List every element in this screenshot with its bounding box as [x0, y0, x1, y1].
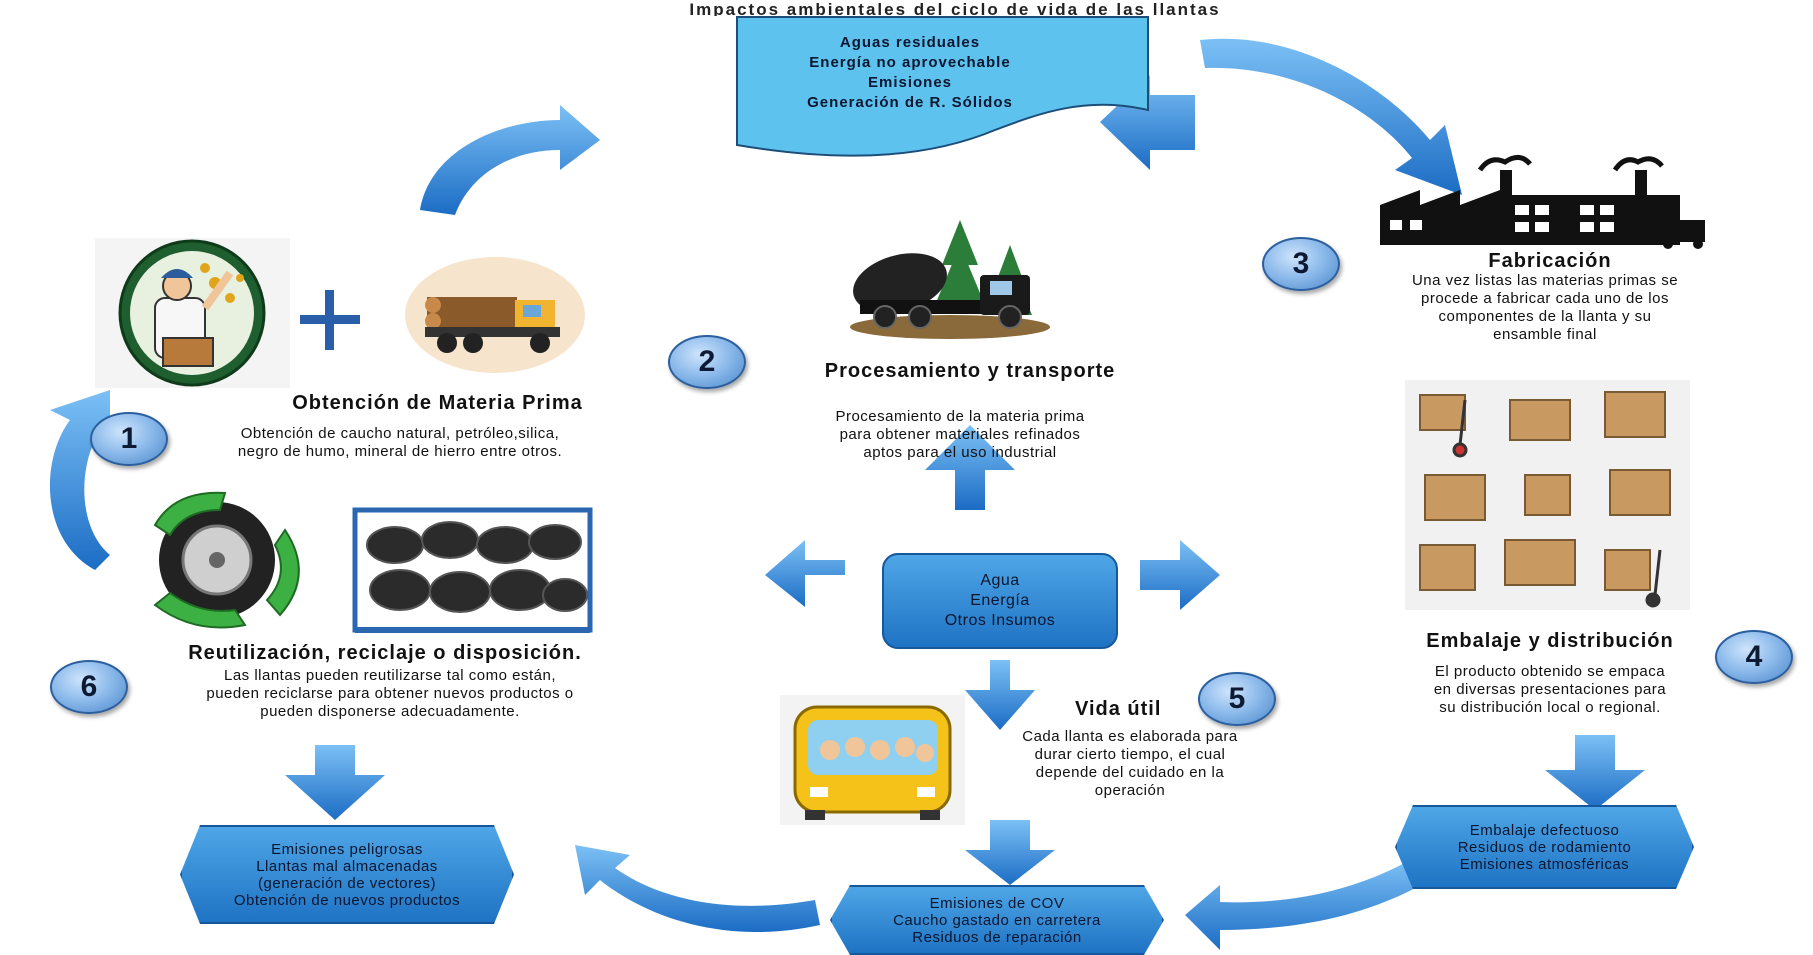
desc-line: pueden reciclarse para obtener nuevos pr… — [206, 685, 574, 702]
outputs-line: Aguas residuales — [839, 34, 981, 51]
stage-2-title: Procesamiento y transporte — [824, 360, 1116, 382]
impact-line: Emisiones de COV — [929, 894, 1065, 912]
stage-4-title: Embalaje y distribución — [1426, 630, 1674, 652]
impact-line: Caucho gastado en carretera — [893, 911, 1101, 929]
arrow-right-center — [1140, 540, 1220, 610]
impact-line: Residuos de rodamiento — [1457, 838, 1632, 856]
plus-icon — [300, 290, 360, 350]
desc-line: operación — [1094, 782, 1166, 799]
boxes-icon — [1405, 380, 1690, 610]
school-bus-icon — [780, 695, 965, 825]
arrow-down-packaging — [1545, 735, 1645, 810]
stage-6-desc: Las llantas pueden reutilizarse tal como… — [140, 667, 640, 721]
impact-line: Residuos de reparación — [912, 928, 1082, 946]
stage-3-title: Fabricación — [1488, 250, 1612, 272]
impact-line: (generación de vectores) — [258, 874, 436, 892]
desc-line: Las llantas pueden reutilizarse tal como… — [223, 667, 556, 684]
desc-line: Procesamiento de la materia prima — [835, 408, 1085, 425]
desc-line: para obtener materiales refinados — [839, 426, 1081, 443]
stage-2-number: 2 — [668, 335, 746, 389]
desc-line: Cada llanta es elaborada para — [1022, 728, 1238, 745]
arrow-down-use — [965, 820, 1055, 885]
cement-truck-icon — [840, 205, 1060, 340]
stage-3-number: 3 — [1262, 237, 1340, 291]
stage-1-number: 1 — [90, 412, 168, 466]
curved-arrow-left-up — [49, 390, 110, 570]
tire-rack-icon — [345, 500, 600, 640]
stage-2-desc: Procesamiento de la materia prima para o… — [770, 408, 1150, 462]
stage-4-number: 4 — [1715, 630, 1793, 684]
stage-3-desc: Una vez listas las materias primas se pr… — [1360, 272, 1730, 344]
center-line: Otros Insumos — [944, 612, 1056, 629]
stage-1-title: Obtención de Materia Prima — [292, 392, 583, 414]
top-title: Impactos ambientales del ciclo de vida d… — [689, 0, 1221, 16]
stage-6-title: Reutilización, reciclaje o disposición. — [188, 642, 582, 664]
outputs-line: Emisiones — [867, 74, 953, 91]
impact-line: Emisiones peligrosas — [271, 840, 423, 858]
impact-box-end-of-life: Emisiones peligrosas Llantas mal almacen… — [180, 825, 514, 924]
arrow-left-center — [765, 540, 845, 607]
curved-arrow-right-down — [1200, 38, 1462, 195]
desc-line: pueden disponerse adecuadamente. — [260, 703, 520, 720]
desc-line: aptos para el uso industrial — [863, 444, 1057, 461]
desc-line: procede a fabricar cada uno de los — [1421, 290, 1669, 307]
recycle-tire-icon — [115, 485, 320, 630]
desc-line: Una vez listas las materias primas se — [1411, 272, 1679, 289]
stage-1-desc: Obtención de caucho natural, petróleo,si… — [180, 425, 620, 461]
center-line: Energía — [970, 592, 1030, 609]
arrow-down-eol — [285, 745, 385, 820]
log-truck-icon — [405, 255, 585, 375]
desc-line: depende del cuidado en la — [1035, 764, 1225, 781]
curved-arrow-up-right — [420, 105, 600, 215]
stage-4-desc: El producto obtenido se empaca en divers… — [1380, 663, 1720, 717]
desc-line: ensamble final — [1493, 326, 1597, 343]
arrow-down-center — [965, 660, 1035, 730]
impact-line: Emisiones atmosféricas — [1459, 855, 1630, 873]
factory-icon — [1380, 150, 1710, 250]
stage-5-desc: Cada llanta es elaborada para durar cier… — [985, 728, 1275, 800]
desc-line: durar cierto tiempo, el cual — [1034, 746, 1226, 763]
desc-line: en diversas presentaciones para — [1433, 681, 1667, 698]
outputs-line: Generación de R. Sólidos — [807, 94, 1013, 111]
arrow-left-into-outputs — [1100, 75, 1195, 170]
impact-line: Obtención de nuevos productos — [233, 891, 461, 909]
center-inputs-box: Agua Energía Otros Insumos — [882, 553, 1118, 649]
stage-5-title: Vida útil — [1075, 698, 1162, 720]
farmer-icon — [95, 238, 290, 388]
center-line: Agua — [980, 572, 1020, 589]
curved-arrow-bottom-right — [1185, 860, 1430, 950]
outputs-line: Energía no aprovechable — [809, 54, 1011, 71]
outputs-wave-shape — [736, 16, 1149, 157]
arrow-up-center — [925, 425, 1015, 510]
impact-box-use: Emisiones de COV Caucho gastado en carre… — [830, 885, 1164, 955]
desc-line: su distribución local o regional. — [1439, 699, 1661, 716]
desc-line: El producto obtenido se empaca — [1434, 663, 1666, 680]
stage-6-number: 6 — [50, 660, 128, 714]
impact-line: Embalaje defectuoso — [1469, 821, 1620, 839]
curved-arrow-bottom-left — [575, 845, 820, 933]
desc-line: Obtención de caucho natural, petróleo,si… — [240, 425, 560, 442]
desc-line: componentes de la llanta y su — [1438, 308, 1652, 325]
desc-line: negro de humo, mineral de hierro entre o… — [237, 443, 563, 460]
outputs-box: Aguas residuales Energía no aprovechable… — [760, 33, 1060, 113]
stage-5-number: 5 — [1198, 672, 1276, 726]
impact-line: Llantas mal almacenadas — [256, 857, 438, 875]
impact-box-packaging: Embalaje defectuoso Residuos de rodamien… — [1395, 805, 1694, 889]
